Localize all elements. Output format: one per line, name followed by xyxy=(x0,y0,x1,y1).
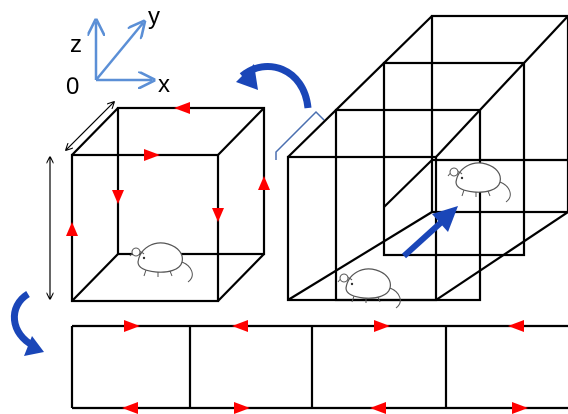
y-axis-label: y xyxy=(148,3,160,30)
flow-arrow-icon xyxy=(66,222,78,236)
flow-arrow-icon xyxy=(258,176,270,190)
origin-label: 0 xyxy=(66,73,79,100)
left-cube-flow-arrows xyxy=(66,102,270,236)
axes-legend: z y x 0 xyxy=(66,3,170,100)
unfolded-strip xyxy=(70,324,568,410)
flow-arrow-icon xyxy=(212,208,224,222)
flow-arrow-icon xyxy=(122,402,138,414)
z-axis-label: z xyxy=(70,31,82,58)
curved-arrow-icon xyxy=(236,63,312,109)
mouse-icon xyxy=(129,242,193,283)
flow-arrow-icon xyxy=(144,149,160,161)
flow-arrow-icon xyxy=(112,190,124,204)
right-cube xyxy=(286,14,568,302)
flow-arrow-icon xyxy=(508,320,524,332)
curved-arrow-icon xyxy=(10,291,44,356)
x-axis-label: x xyxy=(158,71,170,98)
flow-arrow-icon xyxy=(124,320,140,332)
flow-arrow-icon xyxy=(174,102,190,114)
flow-arrow-icon xyxy=(374,320,390,332)
flow-arrow-icon xyxy=(370,402,386,414)
flow-arrow-icon xyxy=(512,402,528,414)
flow-arrow-icon xyxy=(232,320,248,332)
straight-arrow-icon xyxy=(401,206,458,259)
y-axis-arrow xyxy=(95,23,143,81)
left-cube-dimension-arrows xyxy=(50,102,114,299)
strip-flow-arrows xyxy=(122,320,528,414)
bracket xyxy=(275,110,325,160)
mouse-icon xyxy=(337,268,401,309)
flow-arrow-icon xyxy=(234,402,250,414)
